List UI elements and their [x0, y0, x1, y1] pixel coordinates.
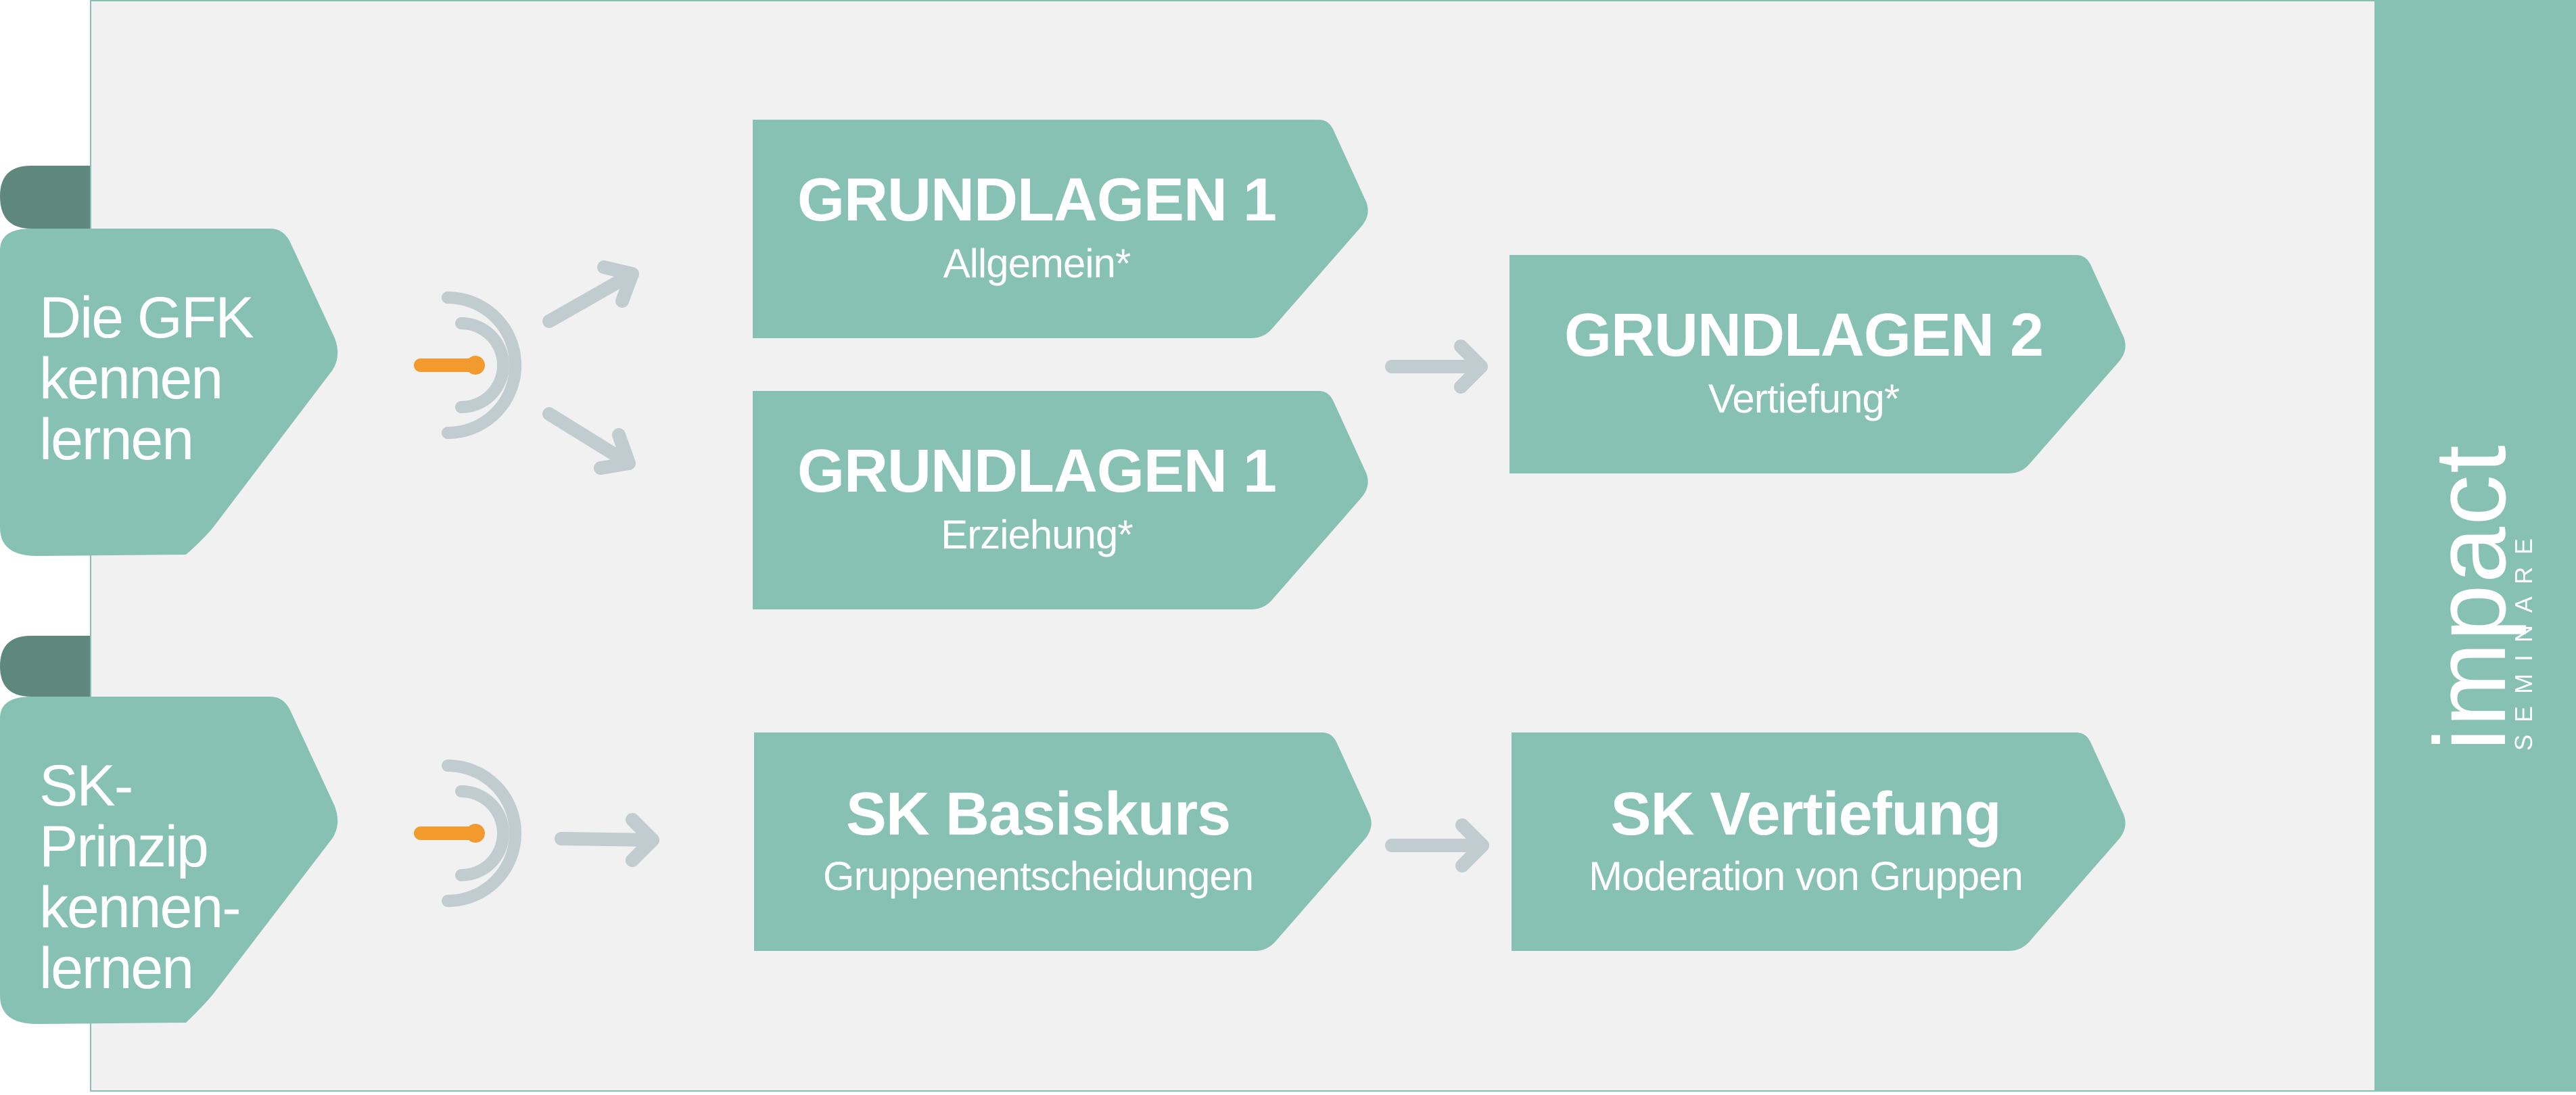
module-title: SK Basiskurs — [845, 781, 1231, 848]
ribbon-fold — [0, 166, 90, 229]
module-title: GRUNDLAGEN 2 — [1564, 302, 2044, 369]
module-box-grundlagen-1-erziehung — [753, 391, 1368, 609]
module-box-sk-vertiefung — [1512, 732, 2126, 951]
arrow-icon — [1385, 340, 1488, 394]
logo-wordmark: impact — [2420, 444, 2527, 751]
module-box-grundlagen-2 — [1509, 255, 2126, 473]
ribbon-shape — [0, 229, 338, 556]
module-title: SK Vertiefung — [1610, 781, 2001, 848]
module-subtitle: Vertiefung* — [1708, 376, 1900, 421]
module-title: GRUNDLAGEN 1 — [797, 166, 1277, 234]
module-subtitle: Moderation von Gruppen — [1589, 854, 2023, 899]
target-icon — [414, 760, 521, 907]
module-box-sk-basiskurs — [754, 732, 1372, 951]
target-icon — [414, 292, 521, 439]
logo-tagline: SEMINARE — [2510, 526, 2535, 751]
arrow-icon — [1385, 818, 1489, 872]
ribbon-gfk — [0, 166, 338, 556]
ribbon-label-sk: SK-Prinzip kennen- lernen — [39, 753, 241, 1001]
ribbon-fold — [0, 636, 90, 697]
module-subtitle: Gruppenentscheidungen — [822, 854, 1254, 899]
module-subtitle: Erziehung* — [941, 512, 1133, 557]
module-box-grundlagen-1-allgemein — [753, 120, 1368, 338]
ribbon-label-gfk: Die GFK kennen lernen — [39, 285, 254, 472]
brand-sidebar — [2376, 0, 2576, 1092]
ribbon-sk — [0, 636, 338, 1024]
module-subtitle: Allgemein* — [943, 241, 1131, 286]
arrow-icon — [542, 407, 636, 475]
arrow-icon — [555, 813, 659, 867]
impact-logo: impact SEMINARE — [2420, 444, 2535, 751]
module-title: GRUNDLAGEN 1 — [797, 438, 1277, 505]
arrow-icon — [542, 260, 639, 328]
ribbon-shape — [0, 697, 338, 1024]
